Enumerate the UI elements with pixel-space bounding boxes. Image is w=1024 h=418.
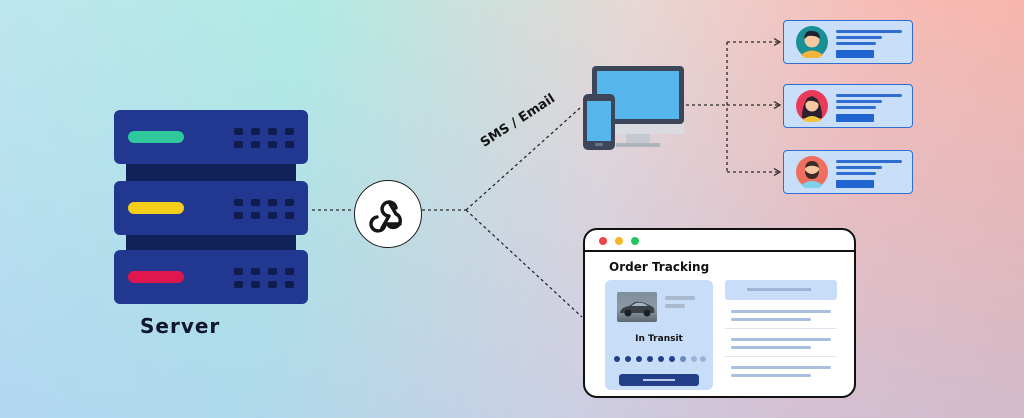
- shipment-card: In Transit: [605, 280, 713, 390]
- details-header: [725, 280, 837, 300]
- arrow-head-icon: [773, 100, 782, 110]
- user-action-button: [836, 180, 874, 188]
- status-light: [128, 202, 184, 214]
- shipment-status: In Transit: [635, 334, 683, 344]
- server-connector: [126, 230, 296, 252]
- woman-long-hair-avatar-icon: [796, 90, 828, 122]
- status-light: [128, 271, 184, 283]
- branch-to-tracking-line: [465, 209, 583, 318]
- car-icon: [620, 301, 655, 317]
- progress-dots: [614, 356, 706, 362]
- vent-dots: [234, 266, 296, 290]
- arrow-head-icon: [773, 167, 782, 177]
- order-tracking-window: Order Tracking In Transit: [583, 228, 856, 398]
- server-connector: [126, 160, 296, 182]
- status-light: [128, 131, 184, 143]
- window-minimize-dot: [615, 237, 623, 245]
- window-maximize-dot: [631, 237, 639, 245]
- user-action-button: [836, 50, 874, 58]
- server-unit: [114, 250, 308, 304]
- user-action-button: [836, 114, 874, 122]
- track-button: [619, 374, 699, 386]
- car-image: [617, 292, 657, 322]
- server-rack: [114, 110, 308, 306]
- server-unit: [114, 110, 308, 164]
- user-card: [783, 20, 913, 64]
- user-card: [783, 84, 913, 128]
- smartphone-icon: [583, 94, 615, 150]
- webhook-icon: [369, 200, 402, 233]
- user-card: [783, 150, 913, 194]
- bearded-man-avatar-icon: [796, 156, 828, 188]
- branch-to-devices-line: [465, 107, 581, 211]
- webhook-hub: [354, 180, 422, 248]
- vent-dots: [234, 197, 296, 221]
- order-tracking-title: Order Tracking: [609, 260, 710, 274]
- woman-short-hair-avatar-icon: [796, 26, 828, 58]
- window-close-dot: [599, 237, 607, 245]
- desktop-monitor-icon: [583, 66, 684, 150]
- vent-dots: [234, 126, 296, 150]
- devices-illustration: [582, 64, 686, 152]
- server-unit: [114, 181, 308, 235]
- window-header-divider: [585, 250, 854, 252]
- arrow-head-icon: [773, 37, 782, 47]
- server-label: Server: [140, 314, 221, 338]
